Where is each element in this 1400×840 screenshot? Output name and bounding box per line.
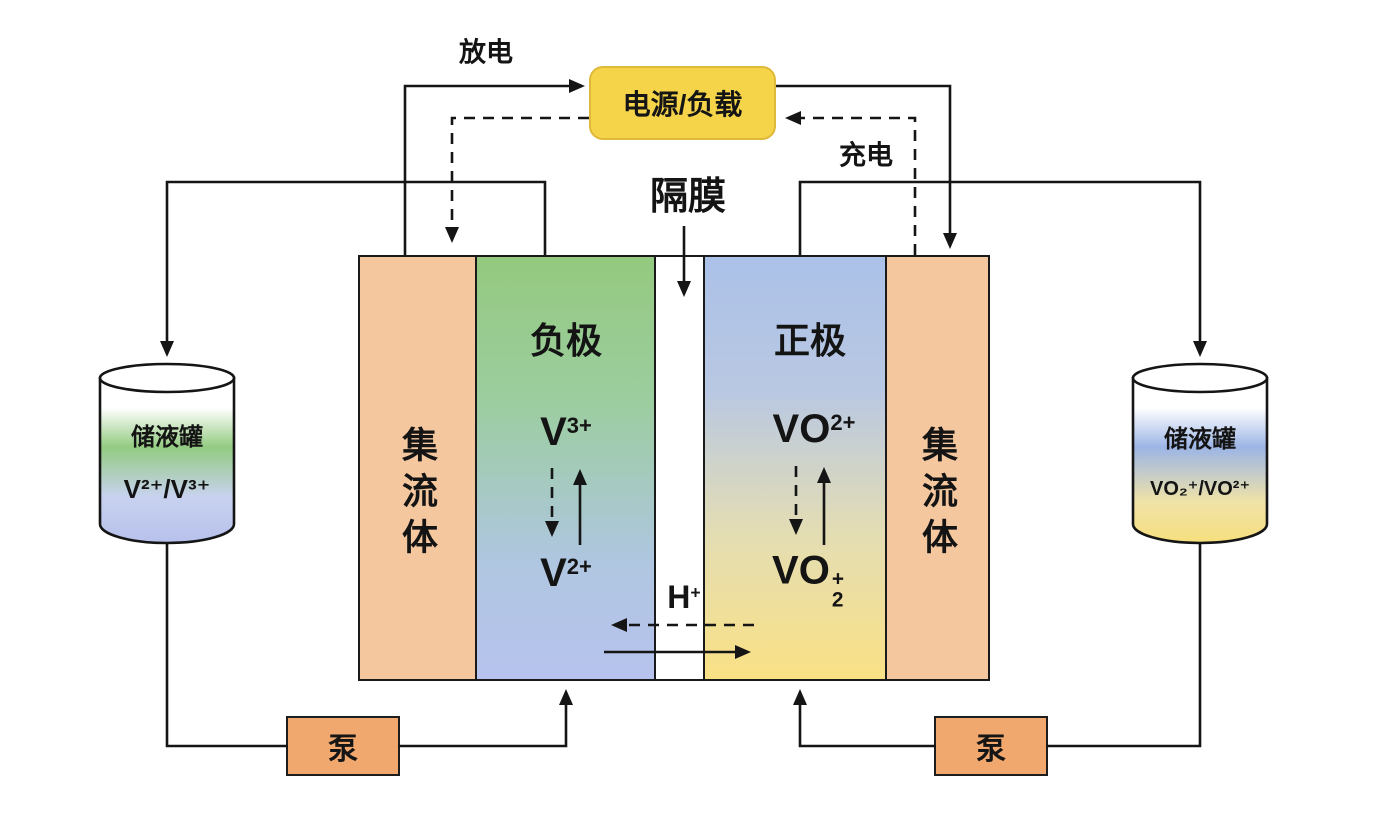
power-load-box: 电源/负载 — [589, 66, 776, 140]
species-subsup: +2 — [831, 567, 844, 612]
right-tank-species: VO₂⁺/VO²⁺ — [1149, 478, 1251, 500]
species-base: H — [667, 579, 691, 615]
species-sup: 2+ — [830, 409, 856, 435]
species-base: V — [540, 410, 567, 454]
membrane-label: 隔膜 — [649, 176, 727, 218]
left-pump: 泵 — [286, 716, 400, 776]
negative-species-top: V3+ — [540, 412, 592, 452]
discharge-label: 放电 — [459, 37, 513, 68]
negative-species-bottom: V2+ — [540, 553, 592, 593]
positive-species-top: VO2+ — [773, 409, 856, 449]
membrane-strip — [654, 255, 705, 681]
electrolyte-pipe-left-bottom-in — [165, 540, 288, 748]
electrolyte-pipe-right-bottom-in — [1046, 540, 1202, 748]
species-base: VO — [772, 407, 831, 451]
species-sup: + — [831, 567, 844, 591]
positive-electrode-title: 正极 — [773, 320, 847, 361]
species-base: V — [540, 551, 567, 595]
left-tank — [98, 362, 236, 545]
species-base: VO — [772, 548, 830, 593]
left-tank-title: 储液罐 — [131, 424, 203, 451]
right-tank-title: 储液罐 — [1164, 426, 1236, 453]
left-tank-rim — [98, 362, 236, 394]
species-sup: + — [690, 582, 701, 603]
positive-species-bottom: VO+2 — [772, 551, 844, 612]
species-sup: 2+ — [566, 553, 592, 579]
negative-electrode-title: 负极 — [529, 320, 603, 361]
electrolyte-pipe-left-bottom-out — [398, 689, 573, 748]
charge-wire-left — [445, 116, 589, 243]
left-tank-species: V²⁺/V³⁺ — [123, 474, 211, 504]
positive-electrode — [703, 255, 887, 681]
species-sup: 3+ — [566, 412, 592, 438]
negative-electrode — [475, 255, 656, 681]
discharge-wire-left — [403, 79, 585, 255]
right-collector-label: 集流体 — [917, 426, 958, 564]
left-pump-label: 泵 — [328, 733, 358, 766]
right-pump-label: 泵 — [976, 733, 1006, 766]
proton-label: H+ — [667, 581, 700, 613]
right-pump: 泵 — [934, 716, 1048, 776]
electrolyte-pipe-right-bottom-out — [793, 689, 936, 748]
left-collector-label: 集流体 — [397, 426, 438, 564]
charge-wire-right — [785, 111, 917, 255]
right-tank — [1131, 362, 1269, 545]
power-load-label: 电源/负载 — [622, 89, 743, 120]
right-tank-rim — [1131, 362, 1269, 394]
charge-label: 充电 — [839, 140, 893, 171]
species-sub: 2 — [831, 588, 844, 612]
